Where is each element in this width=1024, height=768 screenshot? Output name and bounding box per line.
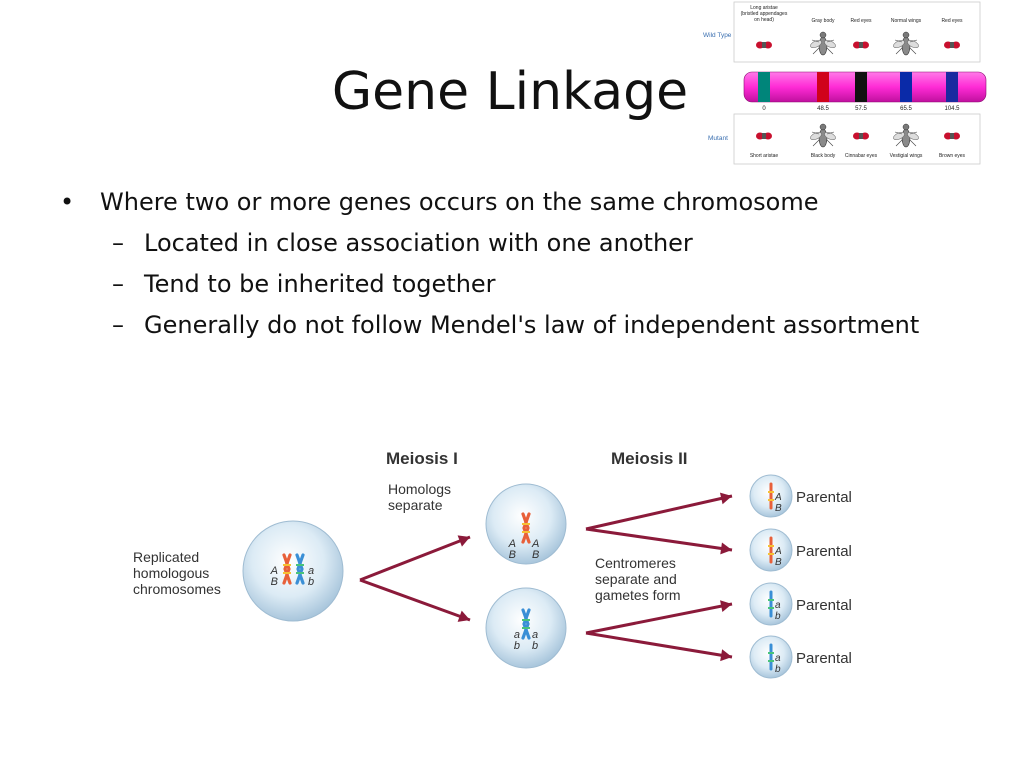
- fly-head-icon: [944, 132, 960, 140]
- allele-label: A: [508, 538, 516, 550]
- trait-label: on head): [754, 17, 774, 23]
- arrow-head: [457, 610, 470, 622]
- meiosis-ii-label: Meiosis II: [611, 449, 688, 468]
- sub-bullet-text: Located in close association with one an…: [144, 229, 693, 257]
- dash-marker: –: [112, 229, 124, 257]
- homologs-label: separate: [388, 497, 443, 513]
- allele-label: b: [514, 640, 520, 652]
- replicated-label: homologous: [133, 565, 209, 581]
- fly-head-icon: [756, 132, 772, 140]
- arrow-head: [457, 535, 470, 547]
- map-position-label: 104.5: [944, 106, 960, 112]
- gamete-label: Parental: [796, 597, 852, 614]
- sub-bullet-item: – Generally do not follow Mendel's law o…: [60, 309, 919, 350]
- replicated-label: chromosomes: [133, 581, 221, 597]
- chromosome-band: [817, 72, 829, 102]
- arrow-line: [585, 494, 733, 531]
- allele-label: B: [775, 503, 782, 514]
- homologs-label: Homologs: [388, 481, 451, 497]
- replicated-label: Replicated: [133, 549, 199, 565]
- chromosome-bands: [758, 72, 958, 102]
- sub-bullet-item: – Located in close association with one …: [60, 227, 919, 268]
- arrow-head: [719, 492, 732, 505]
- gamete-label: Parental: [796, 650, 852, 667]
- allele-label: B: [271, 576, 278, 588]
- allele-label: B: [532, 549, 539, 561]
- gamete-label: Parental: [796, 489, 852, 506]
- trait-label: (bristled appendages: [741, 11, 788, 17]
- fly-head-icon: [944, 41, 960, 49]
- parent-cell: [242, 520, 344, 622]
- trait-label: Brown eyes: [939, 153, 966, 159]
- arrow-head: [720, 649, 732, 662]
- allele-label: A: [774, 546, 782, 557]
- map-position-label: 48.5: [817, 106, 829, 112]
- meiosis-i-label: Meiosis I: [386, 449, 458, 468]
- allele-label: a: [775, 600, 781, 611]
- allele-label: A: [774, 492, 782, 503]
- trait-label: Long aristae: [750, 5, 778, 11]
- arrow-head: [720, 542, 732, 555]
- allele-label: a: [775, 653, 781, 664]
- map-position-label: 0: [762, 106, 766, 112]
- arrow-line: [585, 527, 733, 552]
- allele-label: b: [775, 664, 781, 675]
- arrow-line: [585, 602, 733, 635]
- wild-type-box: [733, 1, 981, 63]
- fly-head-icon: [756, 41, 772, 49]
- meiosis-ii-arrows: [585, 492, 733, 662]
- trait-label: Gray body: [811, 18, 835, 24]
- arrow-head: [720, 600, 732, 613]
- trait-label: Vestigial wings: [890, 153, 923, 159]
- trait-label: Short aristae: [750, 153, 779, 159]
- sub-bullet-item: – Tend to be inherited together: [60, 268, 919, 309]
- allele-label: b: [308, 576, 314, 588]
- meiosis-i-arrows: [359, 535, 471, 622]
- chromosome-band: [900, 72, 912, 102]
- sub-bullet-text: Tend to be inherited together: [144, 270, 496, 298]
- sub-bullet-text: Generally do not follow Mendel's law of …: [144, 311, 920, 339]
- map-position-label: 57.5: [855, 106, 867, 112]
- fly-head-icon: [853, 41, 869, 49]
- arrow-line: [359, 535, 471, 582]
- mutant-label: Mutant: [708, 135, 728, 142]
- bullet-item: • Where two or more genes occurs on the …: [60, 186, 919, 227]
- chromosome-band: [946, 72, 958, 102]
- trait-label: Black body: [811, 153, 836, 159]
- allele-label: a: [308, 565, 314, 577]
- centromeres-label: Centromeres: [595, 555, 676, 571]
- allele-label: a: [532, 629, 538, 641]
- arrow-line: [359, 578, 471, 622]
- dash-marker: –: [112, 270, 124, 298]
- dash-marker: –: [112, 311, 124, 339]
- trait-label: Red eyes: [941, 18, 963, 24]
- bullet-list: • Where two or more genes occurs on the …: [60, 186, 919, 350]
- allele-label: b: [775, 611, 781, 622]
- fly-head-icon: [853, 132, 869, 140]
- chromosome-band: [855, 72, 867, 102]
- trait-label: Cinnabar eyes: [845, 153, 878, 159]
- slide-title: Gene Linkage: [331, 62, 689, 122]
- map-position-label: 65.5: [900, 106, 912, 112]
- gamete-label: Parental: [796, 543, 852, 560]
- bullet-marker: •: [60, 188, 75, 216]
- wild-type-label: Wild Type: [703, 32, 732, 39]
- centromeres-label: separate and: [595, 571, 677, 587]
- allele-label: B: [509, 549, 516, 561]
- chromosome-band: [758, 72, 770, 102]
- centromeres-label: gametes form: [595, 587, 681, 603]
- allele-label: A: [531, 538, 539, 550]
- allele-label: B: [775, 557, 782, 568]
- bullet-text: Where two or more genes occurs on the sa…: [100, 188, 819, 216]
- allele-label: b: [532, 640, 538, 652]
- arrow-line: [585, 631, 733, 659]
- allele-label: a: [514, 629, 520, 641]
- trait-label: Red eyes: [850, 18, 872, 24]
- trait-label: Normal wings: [891, 18, 922, 24]
- fly-linkage-figure: Wild Type Mutant Long aristae (bristled …: [703, 1, 987, 165]
- allele-label: A: [270, 565, 278, 577]
- meiosis-diagram: Meiosis I Meiosis II Homologs separate R…: [133, 449, 852, 679]
